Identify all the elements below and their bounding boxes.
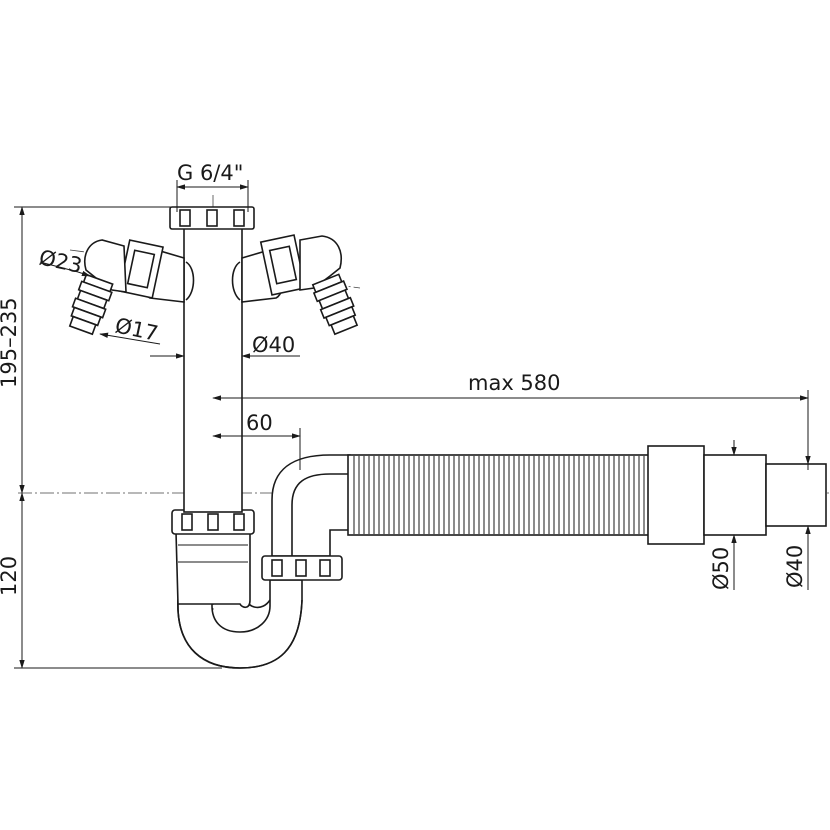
left-inlet	[68, 239, 195, 336]
offset-label: 60	[246, 411, 273, 435]
corrugated-hose	[347, 454, 651, 536]
hose-end-sleeve	[647, 445, 827, 545]
max-length-label: max 580	[468, 371, 561, 395]
outlet-40-dimension: Ø40	[783, 430, 811, 590]
trap-depth-label: 120	[0, 556, 21, 596]
inlet-inner-diameter-label: Ø17	[113, 313, 160, 345]
pipe-diameter-dimension: Ø40	[150, 333, 300, 359]
thread-dimension: G 6/4"	[176, 161, 249, 212]
inlet-inner-diameter-dimension: Ø17	[99, 313, 160, 346]
lower-nut	[171, 509, 255, 535]
outlet-50-label: Ø50	[709, 547, 733, 590]
offset-dimension: 60	[212, 411, 301, 470]
outlet-elbow	[271, 454, 351, 557]
thread-label: G 6/4"	[177, 161, 243, 185]
trap-depth-dimension: 120	[0, 492, 222, 669]
outlet-50-dimension: Ø50	[709, 440, 737, 590]
height-range-label: 195–235	[0, 297, 21, 388]
height-range-dimension: 195–235	[0, 206, 172, 494]
outlet-nut	[261, 555, 343, 581]
max-length-dimension: max 580	[212, 371, 809, 470]
trap-cup	[175, 531, 251, 609]
outlet-40-label: Ø40	[783, 545, 807, 588]
top-nut	[169, 206, 255, 230]
pipe-diameter-label: Ø40	[252, 333, 295, 357]
right-inlet	[231, 234, 359, 336]
inlet-outer-diameter-dimension: Ø23	[37, 245, 91, 278]
inlet-outer-diameter-label: Ø23	[37, 245, 84, 277]
